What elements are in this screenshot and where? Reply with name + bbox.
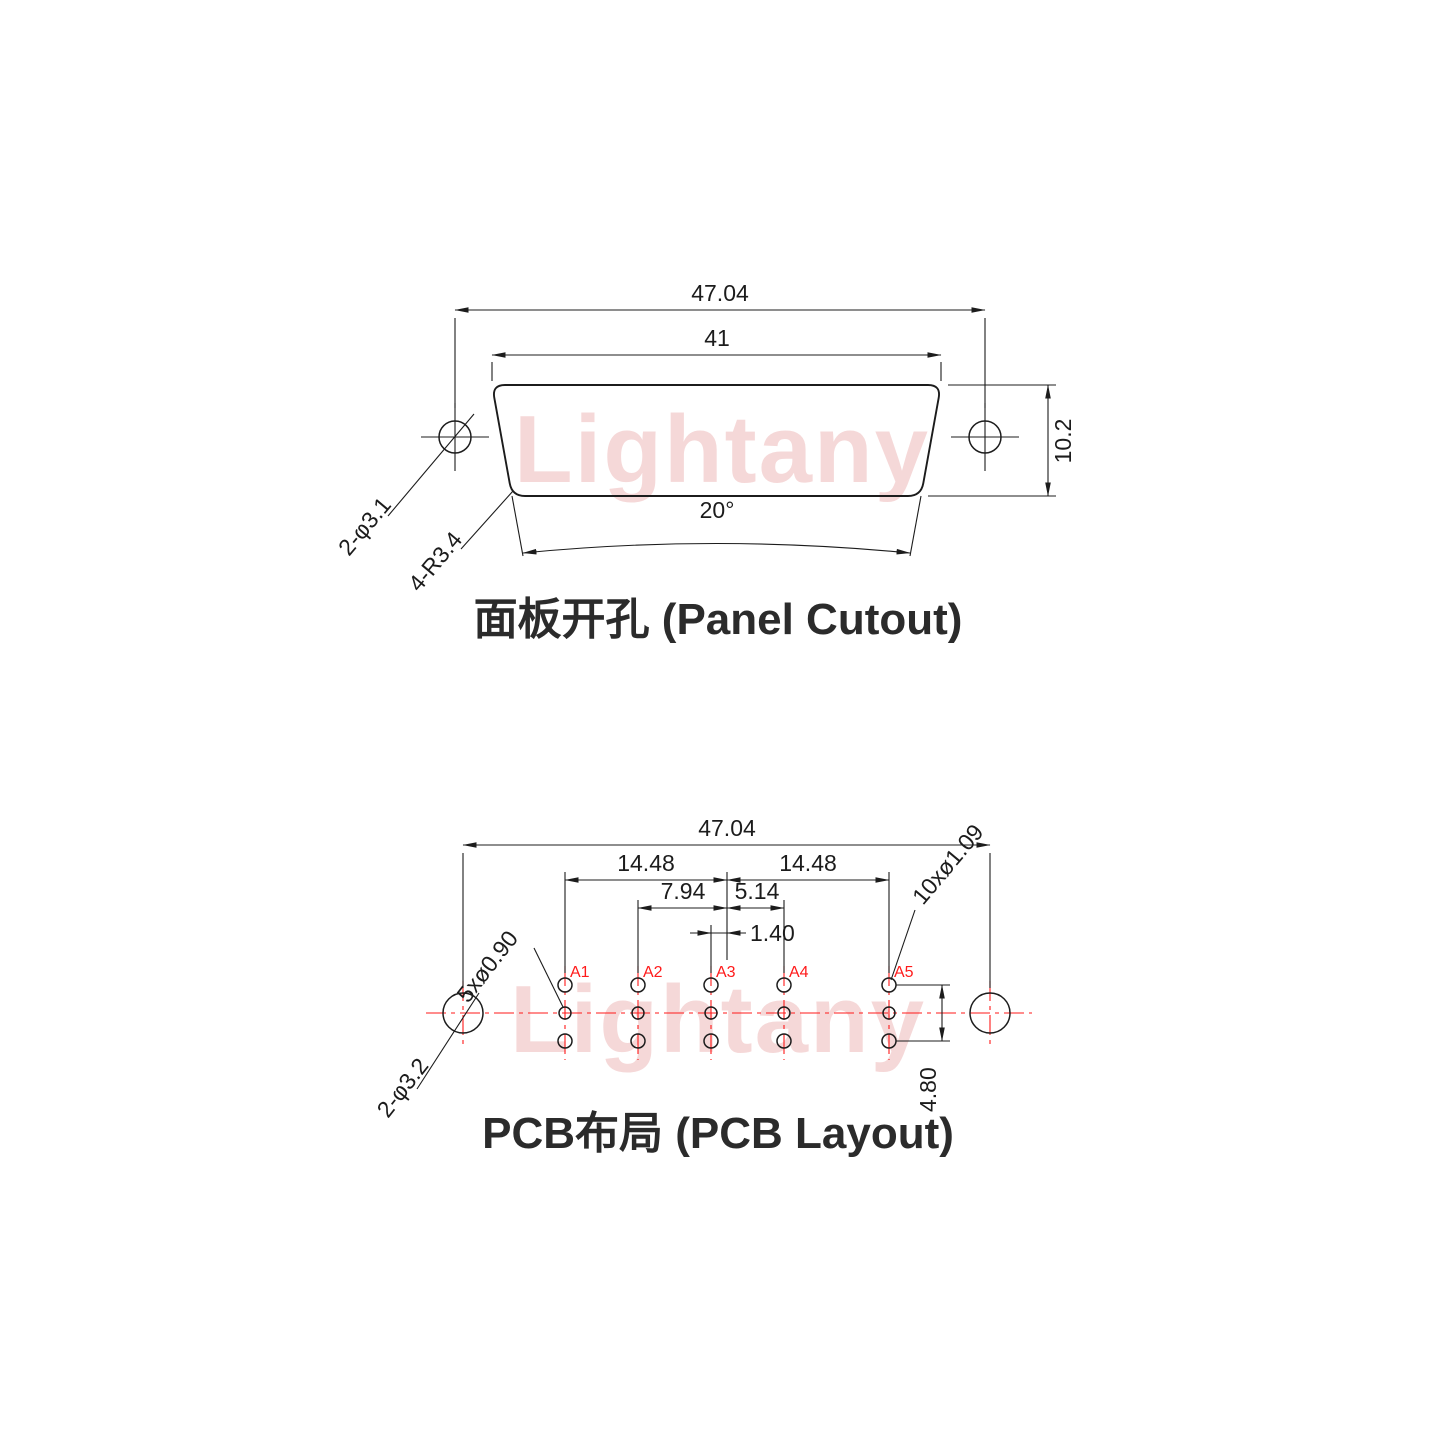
dim-text-row-spacing: 4.80 [915,1067,941,1112]
label-panel-mounting-holes: 2-φ3.1 [333,492,396,560]
dimension-a3-to-center: 1.40 [690,920,795,973]
pin-hole-middle [777,1006,791,1020]
dim-text-cutout-width: 41 [704,325,730,351]
dim-text-pcb-overall: 47.04 [698,815,756,841]
dim-text-center-a4: 5.14 [735,878,780,904]
pcb-mounting-hole-left [442,992,484,1034]
pin-hole-middle [558,1006,572,1020]
dim-text-a3-center: 1.40 [750,920,795,946]
pin-column-a4: A4 [776,964,809,1060]
panel-mounting-hole-right [951,403,1019,471]
pin-hole-top [703,977,719,993]
dimension-pcb-overall-width: 47.04 [462,815,991,988]
dim-text-a1-center: 14.48 [617,850,675,876]
pin-hole-bottom [703,1033,719,1049]
pin-column-a3: A3 [703,964,736,1060]
pin-column-a5: A5 [881,964,914,1060]
dim-text-cutout-height: 10.2 [1050,419,1076,464]
dsub-cutout-outline [493,384,940,497]
pin-hole-middle [704,1006,718,1020]
pin-label-a2: A2 [643,964,663,981]
pcb-mounting-hole-right [969,992,1011,1034]
dimension-panel-overall-width: 47.04 [454,280,986,408]
watermark-top: Lightany [514,396,930,503]
label-pcb-mounting-holes: 2-φ3.2 [371,1053,433,1122]
pin-hole-bottom [776,1033,792,1049]
watermark-bottom: Lightany [510,966,926,1073]
pin-label-a1: A1 [570,964,590,981]
dim-text-angle: 20° [700,497,735,523]
panel-cutout-title: 面板开孔 (Panel Cutout) [474,595,963,644]
dimension-center-to-a5: 14.48 [726,850,890,973]
dimension-row-spacing: 4.80 [896,984,950,1112]
pin-label-a4: A4 [789,964,809,981]
pin-hole-top [557,977,573,993]
pin-hole-bottom [630,1033,646,1049]
dimension-a1-to-center: 14.48 [564,850,728,973]
pin-hole-bottom [557,1033,573,1049]
pin-column-a1: A1 [557,964,590,1060]
callout-corner-radius: 4-R3.4 [403,490,514,596]
callout-pcb-mounting-holes: 2-φ3.2 [371,992,480,1122]
dim-text-a2-center: 7.94 [661,878,706,904]
pin-label-a5: A5 [894,964,914,981]
pin-column-a2: A2 [630,964,663,1060]
centerlines [426,981,1032,1045]
dim-text-panel-overall: 47.04 [691,280,749,306]
pin-hole-top [630,977,646,993]
pcb-layout-title: PCB布局 (PCB Layout) [482,1109,954,1158]
dimension-center-to-a4: 5.14 [726,878,785,973]
pin-hole-middle [631,1006,645,1020]
pin-label-a3: A3 [716,964,736,981]
dimension-cutout-width: 41 [491,325,942,381]
label-outer-holes: 10xø1.09 [907,819,989,909]
callout-outer-holes: 10xø1.09 [890,819,989,981]
label-corner-radius: 4-R3.4 [403,526,467,596]
pin-hole-top [776,977,792,993]
dimension-a2-to-center: 7.94 [637,878,728,973]
dim-text-center-a5: 14.48 [779,850,837,876]
pin-hole-middle [882,1006,896,1020]
dimension-side-angle: 20° [511,495,922,557]
dimension-cutout-height: 10.2 [928,384,1076,497]
